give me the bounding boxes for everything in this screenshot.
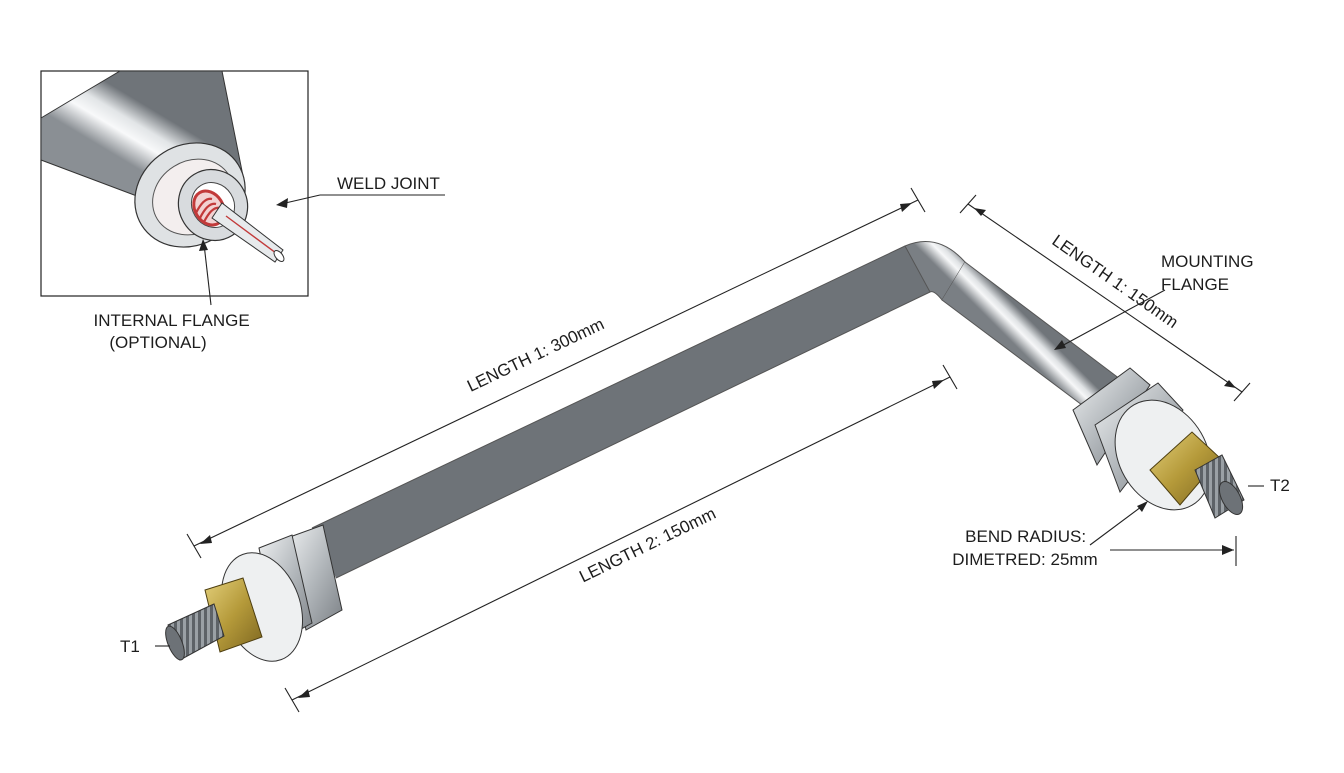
terminal-t1-label: T1: [120, 637, 140, 656]
terminal-t2-label: T2: [1270, 476, 1290, 495]
mounting-flange-label: MOUNTING FLANGE: [1161, 252, 1258, 294]
terminal-t1-callout: T1: [120, 637, 170, 656]
length-top-label: LENGTH 1: 300mm: [464, 314, 607, 395]
tube-assembly: [165, 241, 1245, 662]
length-bottom-label: LENGTH 2: 150mm: [576, 504, 718, 587]
bend-radius-callout: BEND RADIUS: DIMETRED: 25mm: [952, 501, 1237, 569]
inset-detail: [40, 70, 309, 297]
right-end-fitting: [1072, 367, 1245, 519]
tube-long-segment: [312, 246, 930, 578]
terminal-t2-callout: T2: [1248, 476, 1290, 495]
internal-flange-label: INTERNAL FLANGE (OPTIONAL): [94, 311, 255, 352]
tube-short-segment: [942, 262, 1124, 420]
weld-joint-label: WELD JOINT: [337, 174, 440, 193]
weld-joint-callout: WELD JOINT: [276, 174, 445, 208]
bend-radius-label: BEND RADIUS: DIMETRED: 25mm: [952, 527, 1097, 569]
mounting-flange-callout: MOUNTING FLANGE: [1054, 252, 1258, 350]
internal-flange-callout: INTERNAL FLANGE (OPTIONAL): [94, 239, 255, 352]
left-end-fitting: [165, 524, 343, 662]
